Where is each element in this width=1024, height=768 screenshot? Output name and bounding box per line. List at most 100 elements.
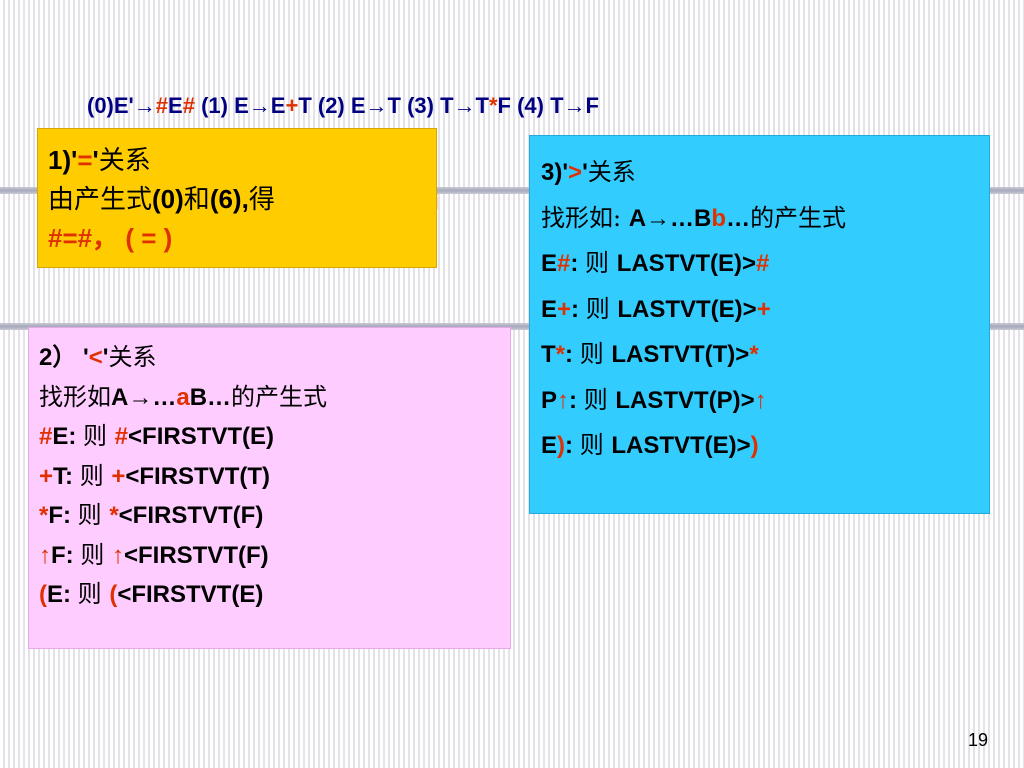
text-segment: 找形如: — [541, 203, 629, 232]
decorative-band-lower — [0, 323, 1024, 330]
text-segment: 的产生式 — [750, 203, 847, 232]
text-segment: E — [168, 93, 183, 118]
text-segment: 3)' — [541, 159, 569, 186]
text-segment: <FIRSTVT(E) — [128, 423, 275, 450]
text-segment: 则 — [583, 385, 616, 414]
highlight-text: ( — [109, 581, 118, 608]
text-segment: <FIRSTVT(F) — [123, 541, 269, 569]
box-line: E+: 则 LASTVT(E)>+ — [541, 287, 989, 333]
text-segment: LASTVT(P)> — [615, 386, 755, 414]
text-segment: 则 — [579, 431, 612, 459]
highlight-text: ↑ — [754, 386, 767, 414]
text-segment: P — [541, 386, 558, 414]
highlight-text: + — [111, 462, 126, 490]
text-segment: 找形如 — [39, 382, 111, 411]
box-line: +T: 则 +<FIRSTVT(T) — [39, 457, 510, 497]
box-line: E#: 则 LASTVT(E)># — [541, 241, 989, 287]
box-line: (E: 则 (<FIRSTVT(E) — [39, 575, 510, 615]
highlight-text: ) — [557, 432, 566, 459]
text-segment: 关系 — [98, 146, 151, 176]
box-line: #E: 则 #<FIRSTVT(E) — [39, 417, 510, 457]
highlight-text: b — [711, 204, 727, 232]
text-segment: 得 — [248, 185, 275, 215]
box-line: 2） '<'关系 — [39, 338, 510, 378]
text-segment: F: — [48, 502, 78, 529]
box-line: 1)'='关系 — [48, 141, 436, 180]
text-segment: : — [571, 295, 586, 323]
box-line: ↑F: 则 ↑<FIRSTVT(F) — [39, 536, 510, 576]
text-segment: T — [541, 341, 556, 368]
text-segment: LASTVT(T)> — [611, 341, 750, 368]
highlight-text: + — [557, 295, 572, 323]
text-segment: 的产生式 — [231, 382, 328, 411]
highlight-text: * — [555, 341, 566, 368]
highlight-text: + — [756, 295, 771, 323]
decorative-band-upper — [0, 187, 1024, 194]
text-segment: A→…B — [628, 204, 712, 232]
highlight-text: # — [155, 93, 169, 118]
highlight-text: ( — [39, 581, 47, 608]
text-segment: E — [541, 250, 558, 277]
text-segment: 则 — [80, 540, 112, 569]
highlight-text: a — [176, 383, 190, 411]
highlight-text: + — [39, 462, 54, 490]
text-segment: 则 — [585, 249, 617, 277]
text-segment: : — [569, 386, 584, 414]
text-segment: LASTVT(E)> — [611, 432, 751, 459]
text-segment: ' — [582, 159, 588, 186]
text-segment: 1)' — [48, 145, 78, 175]
text-segment: (0)E'→ — [87, 93, 156, 118]
text-segment: F (4) T→F — [497, 93, 599, 118]
highlight-text: # — [39, 423, 53, 450]
text-segment: 则 — [83, 422, 115, 450]
highlight-text: * — [109, 502, 119, 529]
text-segment: ' — [102, 344, 109, 371]
box-line: 找形如: A→…Bb…的产生式 — [541, 196, 989, 242]
highlight-text: = — [77, 145, 93, 175]
box-line: E): 则 LASTVT(E)>) — [541, 423, 989, 469]
text-segment: : — [565, 432, 580, 459]
text-segment: F: — [51, 541, 81, 569]
box-line: 由产生式(0)和(6),得 — [48, 180, 436, 219]
text-segment: E — [541, 432, 558, 459]
highlight-text: # — [182, 93, 195, 118]
text-segment: ' — [92, 145, 99, 175]
highlight-text: # — [114, 423, 129, 450]
text-segment: E: — [47, 581, 78, 608]
highlight-text: < — [88, 344, 103, 371]
less-than-relation-box: 2） '<'关系找形如A→…aB…的产生式#E: 则 #<FIRSTVT(E)+… — [28, 327, 511, 649]
text-segment: E — [541, 295, 558, 323]
text-segment: 由产生式 — [48, 185, 153, 215]
highlight-text: # — [557, 250, 571, 277]
text-segment: 2） ' — [39, 344, 89, 371]
highlight-text: ↑ — [39, 541, 51, 569]
text-segment: (6), — [209, 184, 249, 214]
highlight-text: > — [568, 159, 583, 186]
text-segment: 关系 — [587, 158, 636, 186]
highlight-text: + — [285, 93, 299, 118]
text-segment: 则 — [77, 501, 110, 529]
text-segment: <FIRSTVT(T) — [125, 462, 270, 490]
text-segment: 则 — [77, 580, 110, 608]
text-segment: (0) — [152, 184, 184, 214]
text-segment: (1) E→E — [194, 93, 286, 118]
text-segment: … — [726, 204, 751, 232]
text-segment: 则 — [79, 461, 112, 490]
box-line: #=#， ( = ) — [48, 219, 436, 257]
text-segment: A→… — [111, 383, 177, 411]
highlight-text: ↑ — [111, 541, 124, 569]
text-segment: 则 — [585, 294, 618, 323]
highlight-text: * — [39, 502, 49, 529]
text-segment: T: — [53, 462, 80, 490]
text-segment: <FIRSTVT(F) — [118, 502, 264, 529]
grammar-rules-line-1: (0)E'→#E# (1) E→E+T (2) E→T (3) T→T*F (4… — [87, 90, 599, 122]
highlight-text: #=#， ( = ) — [48, 223, 173, 253]
text-segment: 和 — [183, 185, 210, 215]
text-segment: LASTVT(E)> — [616, 250, 757, 277]
text-segment: 则 — [579, 340, 612, 368]
equal-relation-box: 1)'='关系由产生式(0)和(6),得#=#， ( = ) — [37, 128, 437, 268]
text-segment: T (2) E→T (3) T→T — [298, 93, 489, 118]
box-line: *F: 则 *<FIRSTVT(F) — [39, 496, 510, 536]
highlight-text: ) — [750, 432, 759, 459]
highlight-text: * — [488, 93, 498, 118]
